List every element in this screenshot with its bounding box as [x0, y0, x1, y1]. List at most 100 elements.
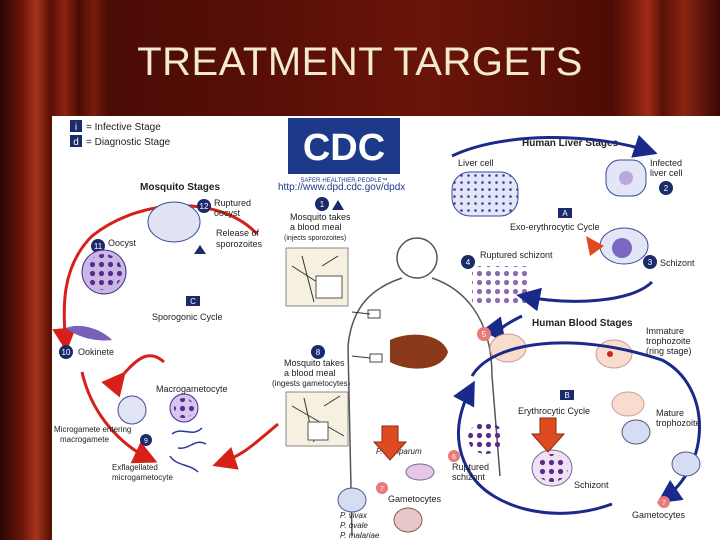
ring-dot: [607, 351, 613, 357]
infective-marker-1: [332, 200, 344, 210]
liver-image: [390, 334, 448, 369]
exflag-label-1: Exflagellated: [112, 463, 158, 472]
meal1-line-3: (injects sporozoites): [284, 235, 346, 242]
meal2-line-2: a blood meal: [284, 368, 336, 378]
liver-target-arrow: [586, 236, 604, 256]
step-number-2: 2: [664, 184, 669, 193]
infected-label-1: Infected: [650, 158, 682, 168]
pointer-1: [351, 311, 371, 315]
gametocyte-right-image: [671, 451, 701, 477]
step-number-11: 11: [94, 242, 103, 251]
meal1-line-1: Mosquito takes: [290, 212, 351, 222]
schizont-blood-label: Schizont: [574, 480, 609, 490]
step-number-4: 4: [466, 258, 471, 267]
step-badge-5: [477, 327, 491, 341]
cycle-badge-c: [186, 296, 200, 306]
cycle-badge-b: [560, 390, 574, 400]
species-ovale: P. ovale: [340, 521, 368, 530]
diagnostic-badge-label: d: [73, 137, 79, 148]
legend-infective: = Infective Stage: [86, 122, 161, 133]
step-badge-12: [197, 199, 211, 213]
release-label-2: sporozoites: [216, 239, 263, 249]
infected-label-2: liver cell: [650, 168, 683, 178]
step-badge-7-left: [376, 482, 388, 494]
step-badge-8: [311, 345, 325, 359]
step-number-12: 12: [200, 202, 209, 211]
blood-meal-inject: 1 Mosquito takes a blood meal (injects s…: [284, 197, 351, 307]
slide-title: TREATMENT TARGETS: [137, 40, 583, 84]
ruptured-blood-label-1: Ruptured: [452, 462, 489, 472]
ruptured-schizont-liver-label: Ruptured schizont: [480, 250, 553, 260]
sporozoite-inset: [315, 275, 343, 299]
oocyst-label: Oocyst: [108, 238, 137, 248]
gametocytes-right-label: Gametocytes: [632, 510, 686, 520]
step-badge-9: [140, 434, 152, 446]
ookinete-label: Ookinete: [78, 347, 114, 357]
target-arrow-schizont: [530, 417, 566, 453]
diagnostic-badge: [70, 135, 82, 147]
blood-schizont-dots: [536, 454, 568, 482]
step-badge-2: [659, 181, 673, 195]
gametocytes-left-label: Gametocytes: [388, 494, 442, 504]
step-badge-1: [315, 197, 329, 211]
lifecycle-diagram: i = Infective Stage d = Diagnostic Stage…: [52, 116, 720, 540]
cdc-logo-text: CDC: [303, 127, 385, 169]
cycle-badge-a: [558, 208, 572, 218]
cdc-tagline: SAFER·HEALTHIER·PEOPLE™: [300, 177, 387, 184]
liver-cell-label: Liver cell: [458, 158, 494, 168]
ruptured-schizont-blood-image: [468, 422, 504, 454]
gametocyte-inset: [307, 421, 329, 441]
step-badge-4: [461, 255, 475, 269]
erythrocytic-cycle-arrow-left: [452, 380, 613, 515]
arrow-liver-top: [451, 134, 658, 158]
cycle-badge-b-label: B: [564, 391, 569, 400]
cycle-arrow-mosquito-lower: [80, 371, 158, 464]
step-badge-11: [91, 239, 105, 253]
falciparum-gametocyte-image: [405, 463, 435, 481]
vivax-gametocyte-image-2: [393, 507, 423, 533]
liver-stages-title: Human Liver Stages: [522, 138, 619, 149]
step-number-9: 9: [144, 438, 148, 445]
step-badge-7-right: [658, 496, 670, 508]
step-number-6: 6: [452, 454, 456, 461]
immature-label-2: trophozoite: [646, 336, 691, 346]
species-malariae: P. malariae: [340, 531, 380, 540]
step-number-3: 3: [648, 258, 653, 267]
mosquito-stages-title: Mosquito Stages: [140, 182, 220, 193]
human-head: [396, 237, 438, 279]
meal2-line-1: Mosquito takes: [284, 358, 345, 368]
step-number-7-right: 7: [662, 500, 666, 507]
immature-label-3: (ring stage): [646, 346, 692, 356]
step-number-8: 8: [316, 348, 321, 357]
human-blood-stages: Human Blood Stages 5 Immature trophozoit…: [337, 314, 701, 540]
infective-marker-mosq: [194, 245, 206, 254]
meal1-line-2: a blood meal: [290, 222, 342, 232]
ruptured-oocyst-image: [147, 201, 201, 243]
mature-trophozoite-image: [611, 391, 645, 417]
bite-site-2: [369, 353, 383, 363]
meal2-line-3: (ingests gametocytes): [272, 379, 351, 388]
cdc-logo-box: [288, 118, 400, 174]
micro-label-2: macrogamete: [60, 435, 109, 444]
human-liver-stages: Human Liver Stages Liver cell Infected l…: [451, 134, 695, 312]
diagram-svg: i = Infective Stage d = Diagnostic Stage…: [52, 118, 701, 540]
step-badge-6: [448, 450, 460, 462]
macrogametocyte-label: Macrogametocyte: [156, 384, 228, 394]
immature-label-1: Immature: [646, 326, 684, 336]
exo-cycle-label: Exo-erythrocytic Cycle: [510, 222, 600, 232]
sporogonic-cycle-label: Sporogonic Cycle: [152, 312, 223, 322]
cdc-url: http://www.dpd.cdc.gov/dpdx: [278, 182, 405, 193]
cycle-arrow-mosquito-upper: [52, 204, 259, 352]
macro-dots: [174, 398, 194, 418]
arrow-liver-bottom: [516, 280, 654, 312]
ruptured-blood-label-2: schizont: [452, 472, 486, 482]
legend-diagnostic: = Diagnostic Stage: [86, 137, 171, 148]
infective-badge-label: i: [75, 122, 77, 133]
infective-badge: [70, 120, 82, 132]
arrow-to-mosquito: [212, 422, 279, 470]
flagella-image: [169, 427, 207, 473]
ruptured-oocyst-label-1: Ruptured: [214, 198, 251, 208]
erythrocytic-cycle-label: Erythrocytic Cycle: [518, 406, 590, 416]
arrow-macro: [101, 354, 165, 398]
schizont-liver-label: Schizont: [660, 258, 695, 268]
